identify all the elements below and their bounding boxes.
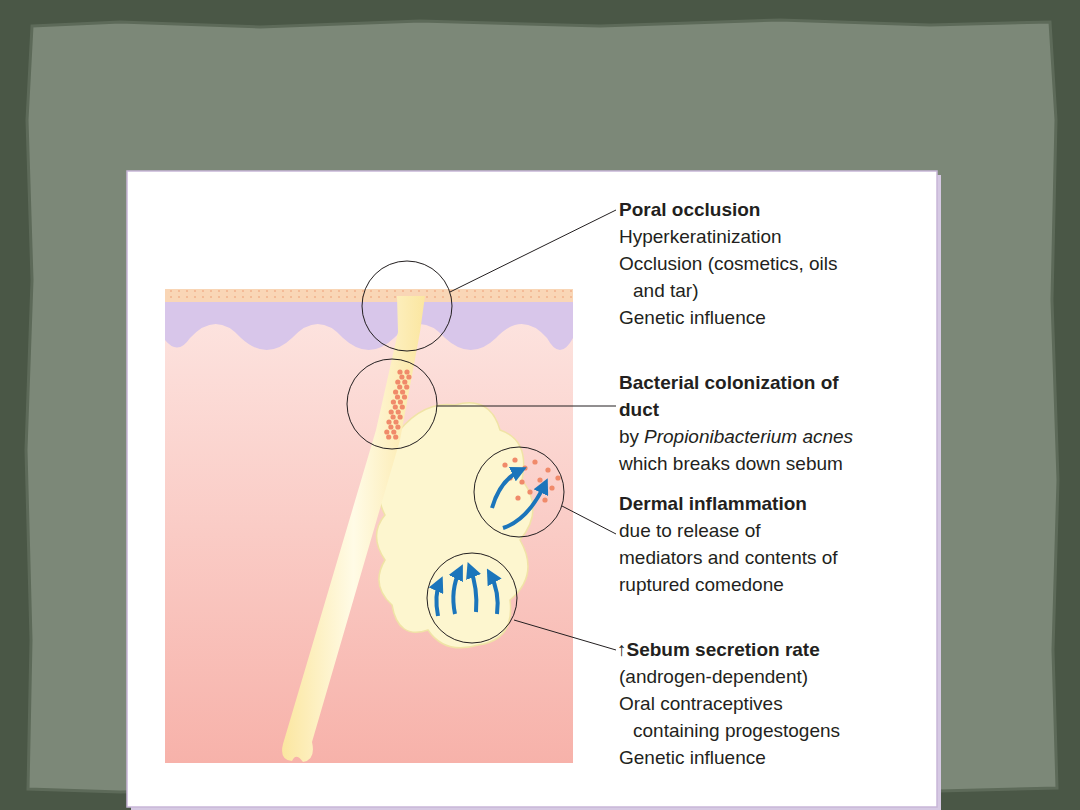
callout-text: Hyperkeratinization bbox=[619, 223, 782, 250]
callout-heading: Poral occlusion bbox=[619, 196, 760, 223]
callout-text: Propionibacterium acnes bbox=[644, 423, 853, 450]
callout-heading: Bacterial colonization of duct bbox=[619, 369, 864, 423]
callout-heading: Dermal inflammation bbox=[619, 490, 807, 517]
callout-text: Oral contraceptives containing progestog… bbox=[619, 690, 871, 744]
callout-text: (androgen-dependent) bbox=[619, 663, 808, 690]
callout-text: Genetic influence bbox=[619, 744, 766, 771]
callout-text: due to release of mediators and contents… bbox=[619, 517, 847, 598]
callout-heading: ↑Sebum secretion rate bbox=[617, 636, 820, 663]
callout-text: by bbox=[619, 423, 639, 450]
callout-text: Occlusion (cosmetics, oils and tar) bbox=[619, 250, 854, 304]
callout-text: which breaks down sebum bbox=[619, 450, 843, 477]
bacteria-dots bbox=[384, 369, 560, 502]
callout-text: Genetic influence bbox=[619, 304, 766, 331]
